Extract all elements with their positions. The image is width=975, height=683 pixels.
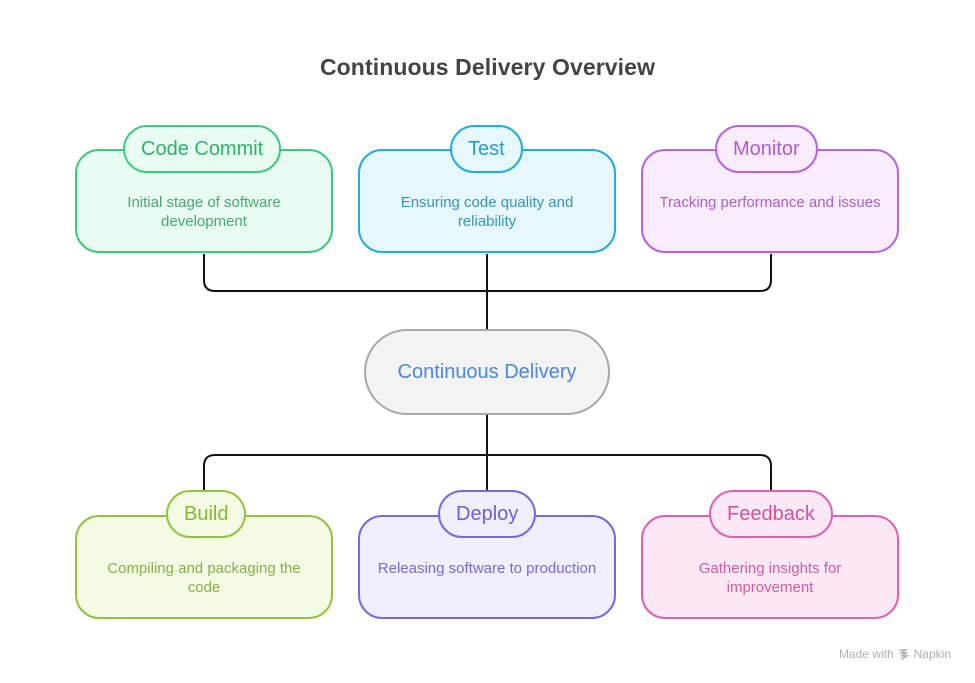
diagram-title: Continuous Delivery Overview [319,54,656,80]
node-label-feedback: Feedback [709,490,833,538]
node-description: Gathering insights for improvement [698,560,842,596]
made-with-text: Made with [838,647,894,661]
node-description: Ensuring code quality and reliability [400,194,574,230]
central-node-continuous-delivery[interactable]: Continuous Delivery [364,329,610,415]
napkin-logo-icon [898,649,910,660]
made-with-napkin-badge: Made with Napkin [839,647,951,661]
connector-top-left [203,254,487,292]
node-description: Initial stage of software development [127,194,281,230]
node-monitor[interactable]: Tracking performance and issues [641,149,899,253]
node-label-code-commit: Code Commit [123,125,282,173]
node-description: Releasing software to production [377,560,597,577]
node-description: Tracking performance and issues [659,194,881,211]
connector-bottom-left [203,454,487,490]
napkin-brand-text: Napkin [913,647,951,661]
node-label-deploy: Deploy [438,490,537,538]
node-label-monitor: Monitor [715,125,818,173]
connector-top-right [487,254,772,292]
node-label-build: Build [166,490,247,538]
connector-bottom-right [487,454,772,490]
node-description: Compiling and packaging the code [107,560,301,596]
node-label-test: Test [450,125,523,173]
